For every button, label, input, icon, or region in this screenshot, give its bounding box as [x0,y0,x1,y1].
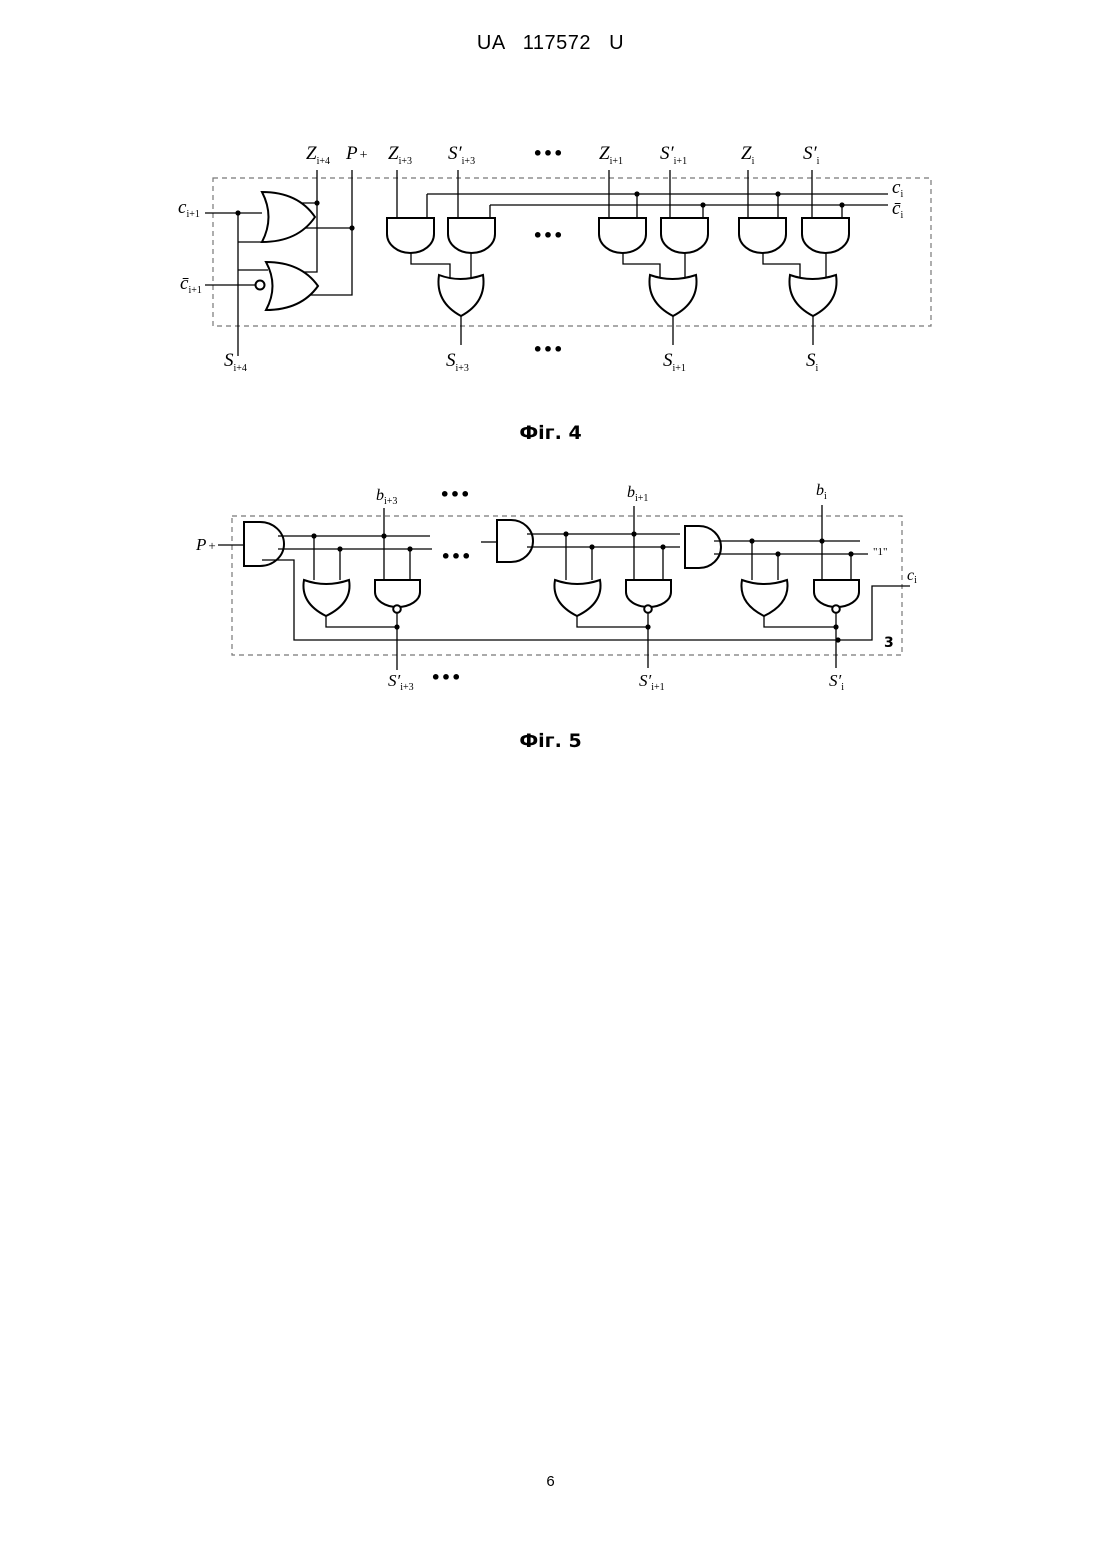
fig4-label-s-prime-i1: S′i+1 [660,143,687,167]
fig5-label-b-i3: bi+3 [376,487,397,507]
fig5-nand-gate-i1 [626,580,671,607]
fig4-label-z-i1: Zi+1 [599,143,623,167]
fig4-label-s-i4: Si+4 [224,350,247,374]
fig5-or-gate-i1 [554,580,600,616]
fig4-label-cbar-i: c̄i [892,198,903,221]
fig5-label-b-i: bi [816,482,827,502]
fig5-diagram: ••• ••• ••• bi+3 bi+1 bi P+ "1" ci 3 S′i… [0,470,1101,710]
fig5-bubble-i [832,605,840,613]
fig5-label-s-prime-i3: S′i+3 [388,671,414,693]
fig4-label-s-i1: Si+1 [663,350,686,374]
fig5-nand-gate-i [814,580,859,607]
fig4-and-gate-i1-a [599,218,646,253]
fig4-label-c-i: ci [892,177,903,200]
fig4-label-z-i: Zi [741,143,755,167]
fig5-bus-i [714,541,868,554]
fig4-or-gate-i [789,275,836,316]
fig5-label-s-prime-i: S′i [829,671,844,693]
fig5-or-gate-i [741,580,787,616]
fig5-ellipsis-top: ••• [440,485,471,504]
fig4-and-gate-i3-b [448,218,495,253]
fig5-label-s-prime-i1: S′i+1 [639,671,665,693]
fig5-label-one: "1" [873,546,887,558]
fig4-diagram: ••• ••• ••• Zi+4 P+ Zi+3 S′i+3 Zi+1 S′i+… [0,120,1101,520]
fig5-label-c-i: ci [907,567,917,586]
fig4-ellipsis-middle: ••• [533,226,564,245]
fig5-taps-i3 [314,508,410,580]
fig4-label-p-plus: P+ [345,143,368,164]
fig4-inverter-bubble [256,281,265,290]
fig5-bubble-i3 [393,605,401,613]
fig5-bubble-i1 [644,605,652,613]
fig4-label-c-i1: ci+1 [178,197,200,220]
fig4-or-gate-1 [262,192,315,242]
fig4-label-z-i3: Zi+3 [388,143,412,167]
fig4-ellipsis-top: ••• [533,144,564,163]
fig5-caption: Фіг. 5 [0,730,1101,752]
fig5-and-gate-i1 [497,520,533,562]
fig5-ellipsis-middle: ••• [441,547,472,566]
fig5-bus-i1 [527,534,680,547]
fig4-nor-gate-2 [266,262,318,310]
patent-header: UA 117572 U [0,32,1101,55]
fig5-label-b-i1: bi+1 [627,484,648,504]
fig4-and-gate-i-b [802,218,849,253]
fig4-ellipsis-bottom: ••• [533,340,564,359]
fig4-caption: Фіг. 4 [0,422,1101,444]
fig4-label-s-i: Si [806,350,819,374]
fig5-block-number: 3 [884,635,894,651]
fig5-and-gate-i [685,526,721,568]
fig4-or-gate-i3 [438,275,483,316]
fig4-label-s-prime-i3: S′i+3 [448,143,475,167]
fig4-and-gate-i3-a [387,218,434,253]
fig4-and-gate-i-a [739,218,786,253]
fig5-ellipsis-bottom: ••• [431,668,462,687]
fig4-label-s-i3: Si+3 [446,350,469,374]
fig4-label-s-prime-i: S′i [803,143,820,167]
fig5-or-gate-i3 [303,580,349,616]
fig4-or-gate-i1 [649,275,696,316]
fig5-taps-i1 [566,506,663,580]
fig4-and-gate-i1-b [661,218,708,253]
fig4-label-cbar-i1: c̄i+1 [180,273,202,296]
fig5-wire-out-i3 [326,613,397,670]
fig5-label-p-plus: P+ [195,535,216,554]
fig4-label-z-i4: Zi+4 [306,143,330,167]
page-number: 6 [0,1473,1101,1490]
fig5-nand-gate-i3 [375,580,420,607]
